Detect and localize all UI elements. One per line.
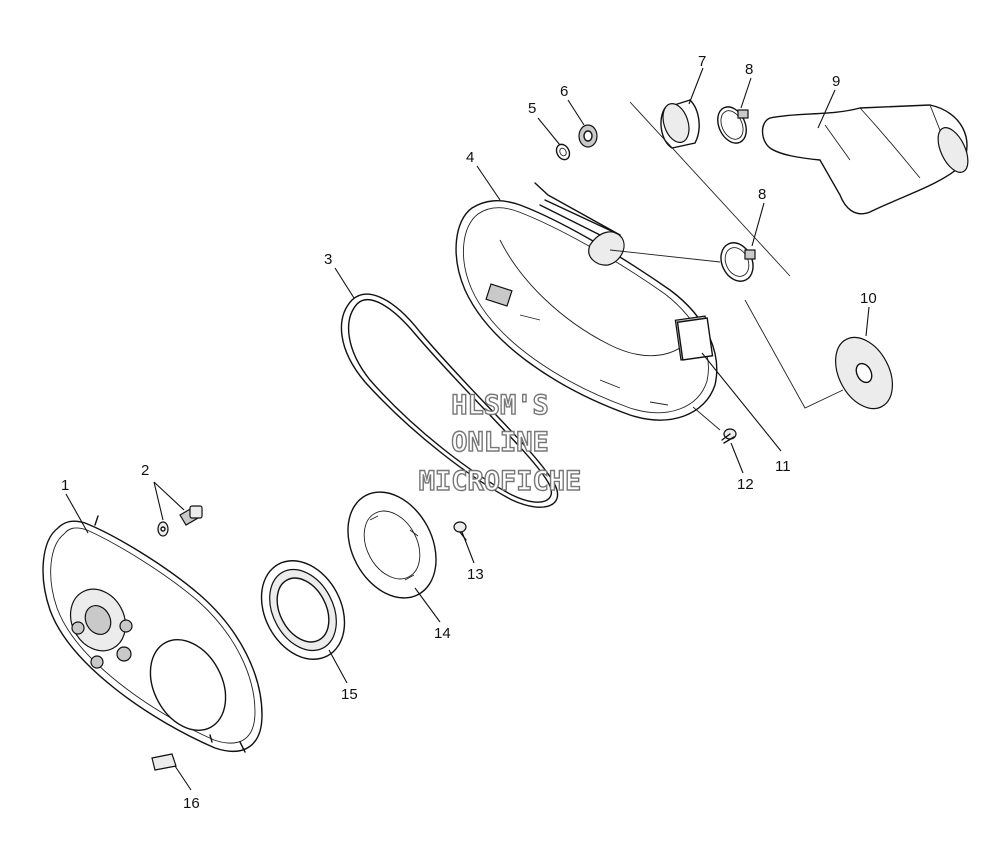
part-oring-5[interactable]	[554, 142, 572, 162]
callout-8-upper: 8	[745, 61, 753, 78]
callout-4: 4	[466, 149, 474, 166]
watermark-line-3: MICROFICHE	[419, 466, 582, 497]
callout-12: 12	[737, 476, 754, 493]
part-sleeve-7[interactable]	[658, 99, 700, 149]
callout-16: 16	[183, 795, 200, 812]
part-plate[interactable]	[330, 477, 453, 613]
part-screw-13[interactable]	[453, 521, 467, 541]
callout-labels: 1 2 3 4 5 6 7 8 8 9 10 11 12 13 14 15 16	[61, 53, 877, 812]
part-air-duct[interactable]	[761, 104, 975, 215]
callout-9: 9	[832, 73, 840, 90]
part-bolt-12[interactable]	[721, 428, 737, 444]
part-inner-cover[interactable]	[455, 182, 718, 421]
watermark-line-1: HLSM'S	[451, 390, 549, 421]
callout-1: 1	[61, 477, 69, 494]
callout-14: 14	[434, 625, 451, 642]
callout-15: 15	[341, 686, 358, 703]
part-drive-belt[interactable]	[340, 293, 559, 508]
watermark: HLSM'S ONLINE MICROFICHE	[418, 389, 582, 497]
callout-13: 13	[467, 566, 484, 583]
part-clamp-8-lower[interactable]	[715, 238, 759, 287]
assembly-guide-lines	[609, 101, 844, 431]
callout-8-lower: 8	[758, 186, 766, 203]
watermark-line-2: ONLINE	[451, 427, 549, 458]
callout-3: 3	[324, 251, 332, 268]
callout-2: 2	[141, 462, 149, 479]
part-clamp-8-upper[interactable]	[712, 102, 752, 147]
callout-5: 5	[528, 100, 536, 117]
part-tag-16[interactable]	[151, 753, 177, 771]
callout-11: 11	[775, 458, 791, 475]
callout-10: 10	[860, 290, 877, 307]
callout-leaders	[65, 67, 870, 791]
part-outer-cover[interactable]	[42, 515, 263, 753]
part-washer-10[interactable]	[824, 328, 904, 419]
part-label-11[interactable]	[676, 317, 714, 361]
part-seal[interactable]	[245, 546, 361, 674]
part-plug-6[interactable]	[578, 124, 598, 148]
callout-7: 7	[698, 53, 706, 70]
callout-6: 6	[560, 83, 568, 100]
part-bolt-washer[interactable]	[157, 505, 203, 537]
